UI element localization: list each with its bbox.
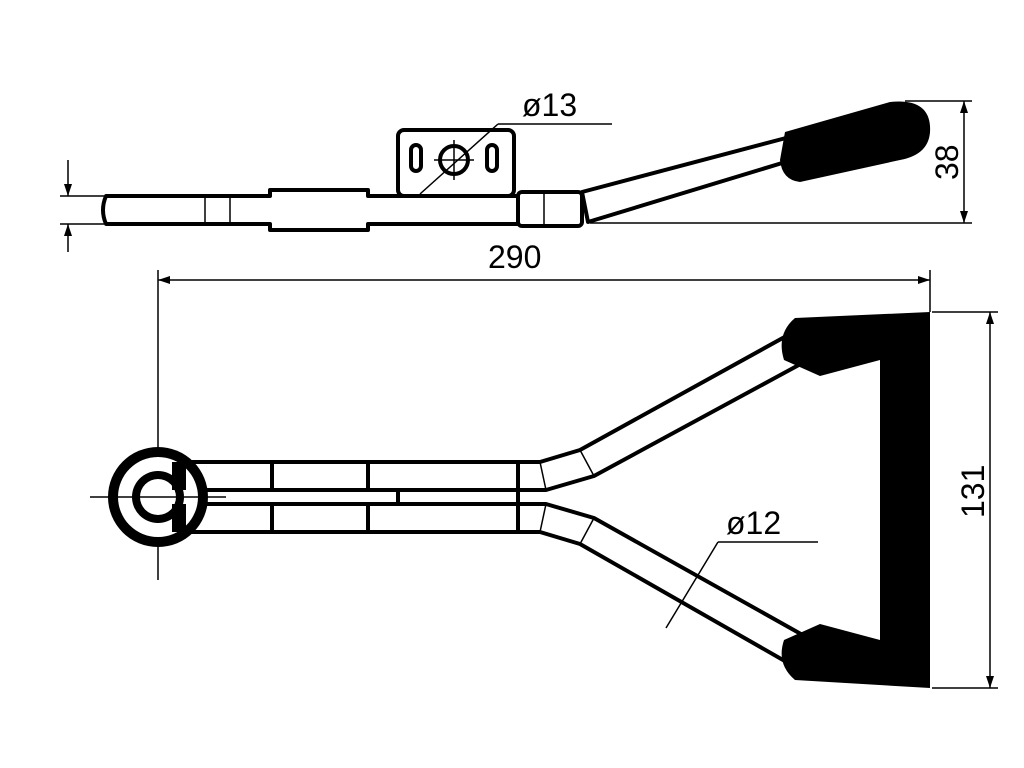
arm-bend-line [579, 449, 595, 477]
dim-label-o13: ø13 [522, 87, 577, 123]
grip-bevel [879, 639, 921, 681]
grip-bevel [879, 319, 921, 361]
dim-arrow [986, 676, 994, 688]
side-view-collar [516, 190, 584, 228]
dim-label-131: 131 [955, 465, 991, 518]
side-view-rod [580, 136, 794, 224]
plan-upper-arm [168, 332, 810, 492]
dim-leader-o12 [665, 541, 719, 629]
arm-collar-line [539, 503, 547, 533]
eye-neck [172, 504, 186, 532]
bracket-slot-left [409, 143, 423, 173]
dim-label-38: 38 [929, 144, 965, 180]
dim-arrow [960, 211, 968, 223]
plan-lower-arm [168, 502, 810, 666]
dim-label-290: 290 [488, 239, 541, 275]
plan-center-spacer [396, 488, 520, 506]
side-view: ø13 38 [60, 87, 972, 252]
dim-arrow [960, 101, 968, 113]
side-view-grip [780, 101, 931, 182]
arm-bend-line [579, 517, 595, 545]
length-dimension: 290 [157, 239, 931, 580]
dim-arrow [918, 276, 930, 284]
dim-arrow [64, 224, 72, 236]
plan-view: ø12 131 [90, 311, 998, 689]
dim-leader-o13 [419, 123, 499, 195]
side-view-flat-bar [101, 188, 520, 232]
arm-collar-line [539, 461, 547, 491]
bracket-slot-right [485, 143, 499, 173]
dim-arrow [158, 276, 170, 284]
dim-label-o12: ø12 [726, 505, 781, 541]
dim-arrow [64, 184, 72, 196]
eye-neck [172, 462, 186, 490]
dim-arrow [986, 312, 994, 324]
plan-handle-grip [781, 312, 930, 688]
